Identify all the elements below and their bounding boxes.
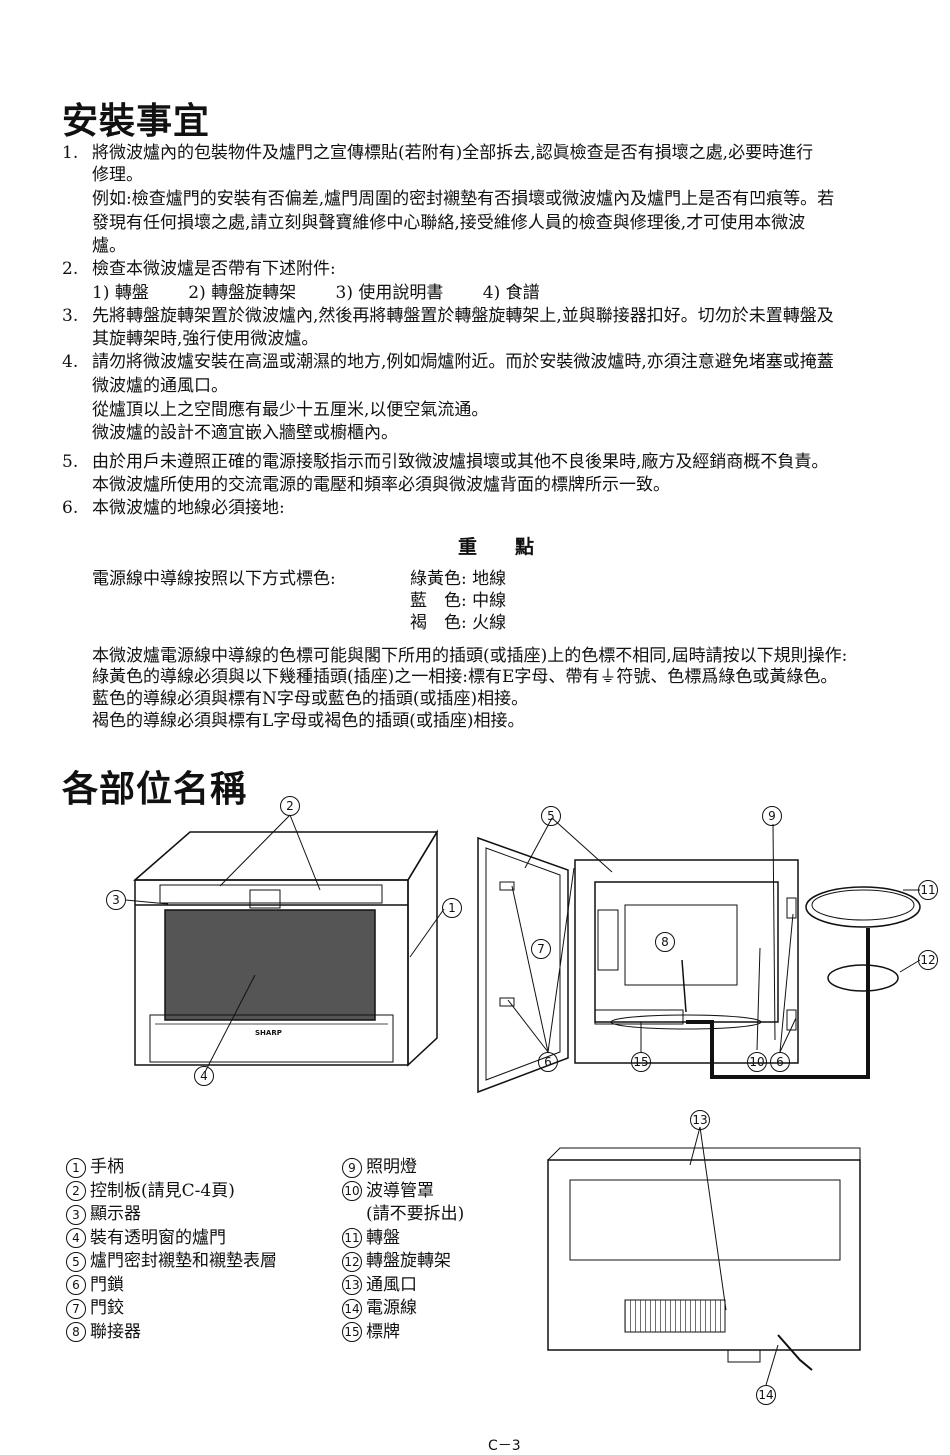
item-line: 將微波爐內的包裝物件及爐門之宣傳標貼(若附有)全部拆去,認眞檢查是否有損壞之處,… (92, 143, 814, 163)
item-number: 2. (62, 259, 79, 279)
wire-color-earth: 綠黃色: 地線 (410, 569, 507, 589)
callout-1: 1 (442, 898, 462, 918)
item-line: 請勿將微波爐安裝在高溫或潮濕的地方,例如焗爐附近。而於安裝微波爐時,亦須注意避免… (92, 352, 834, 372)
callout-7: 7 (531, 939, 551, 959)
callout-8: 8 (655, 932, 675, 952)
callout-10: 10 (747, 1052, 767, 1072)
item-number: 4. (62, 352, 79, 372)
item-line: 微波爐的通風口。 (92, 376, 228, 396)
item-line: 本微波爐的地線必須接地: (92, 498, 285, 518)
page-number: C－3 (488, 1438, 521, 1454)
callout-11: 11 (918, 880, 938, 900)
item-line: 修理。 (92, 165, 143, 185)
item-number: 3. (62, 306, 79, 326)
wire-rule: 本微波爐電源線中導線的色標可能與閣下所用的插頭(或插座)上的色標不相同,屆時請按… (92, 646, 848, 666)
important-title: 重點 (458, 536, 573, 558)
item-line: 其旋轉架時,強行使用微波爐。 (92, 329, 319, 349)
wire-rule: 藍色的導線必須與標有N字母或藍色的插頭(或插座)相接。 (92, 689, 529, 709)
item-line: 爐。 (92, 236, 126, 256)
item-line: 先將轉盤旋轉架置於微波爐內,然後再將轉盤置於轉盤旋轉架上,並與聯接器扣好。切勿於… (92, 306, 834, 326)
legend-item: (請不要拆出) (366, 1204, 465, 1224)
wire-color-live: 褐 色: 火線 (410, 613, 507, 633)
callout-14: 14 (756, 1385, 776, 1405)
wire-rule: 綠黃色的導線必須與以下幾種插頭(插座)之一相接:標有E字母、帶有⏚符號、色標爲綠… (92, 667, 838, 687)
item-line: 本微波爐所使用的交流電源的電壓和頻率必須與微波爐背面的標牌所示一致。 (92, 475, 670, 495)
wire-rule: 褐色的導線必須與標有L字母或褐色的插頭(或插座)相接。 (92, 711, 525, 731)
callout-15: 15 (631, 1052, 651, 1072)
item-line: 由於用戶未遵照正確的電源接駁指示而引致微波爐損壞或其他不良後果時,廠方及經銷商概… (92, 452, 829, 472)
callout-6: 6 (538, 1052, 558, 1072)
item-number: 1. (62, 143, 79, 163)
item-number: 6. (62, 498, 79, 518)
callout-6b: 6 (770, 1052, 790, 1072)
item-line: 例如:檢查爐門的安裝有否偏差,爐門周圍的密封襯墊有否損壞或微波爐內及爐門上是否有… (92, 189, 835, 209)
callout-12: 12 (918, 950, 938, 970)
parts-heading: 各部位名稱 (62, 769, 248, 810)
callout-5: 5 (541, 806, 561, 826)
install-heading: 安裝事宜 (62, 101, 211, 142)
item-line: 檢查本微波爐是否帶有下述附件: (92, 259, 336, 279)
callout-13: 13 (690, 1110, 710, 1130)
wire-intro: 電源線中導線按照以下方式標色: (92, 569, 336, 589)
item-line: 發現有任何損壞之處,請立刻與聲寶維修中心聯絡,接受維修人員的檢查與修理後,才可使… (92, 213, 806, 233)
item-line: 微波爐的設計不適宜嵌入牆壁或櫥櫃內。 (92, 423, 398, 443)
callout-9: 9 (762, 806, 782, 826)
item-line: 1) 轉盤 2) 轉盤旋轉架 3) 使用說明書 4) 食譜 (92, 283, 540, 303)
callout-2: 2 (280, 796, 300, 816)
wire-color-neutral: 藍 色: 中線 (410, 591, 507, 611)
item-number: 5. (62, 452, 79, 472)
item-line: 從爐頂以上之空間應有最少十五厘米,以便空氣流通。 (92, 400, 489, 420)
callout-3: 3 (106, 890, 126, 910)
brand-label: SHARP (255, 1029, 282, 1037)
callout-4: 4 (194, 1066, 214, 1086)
